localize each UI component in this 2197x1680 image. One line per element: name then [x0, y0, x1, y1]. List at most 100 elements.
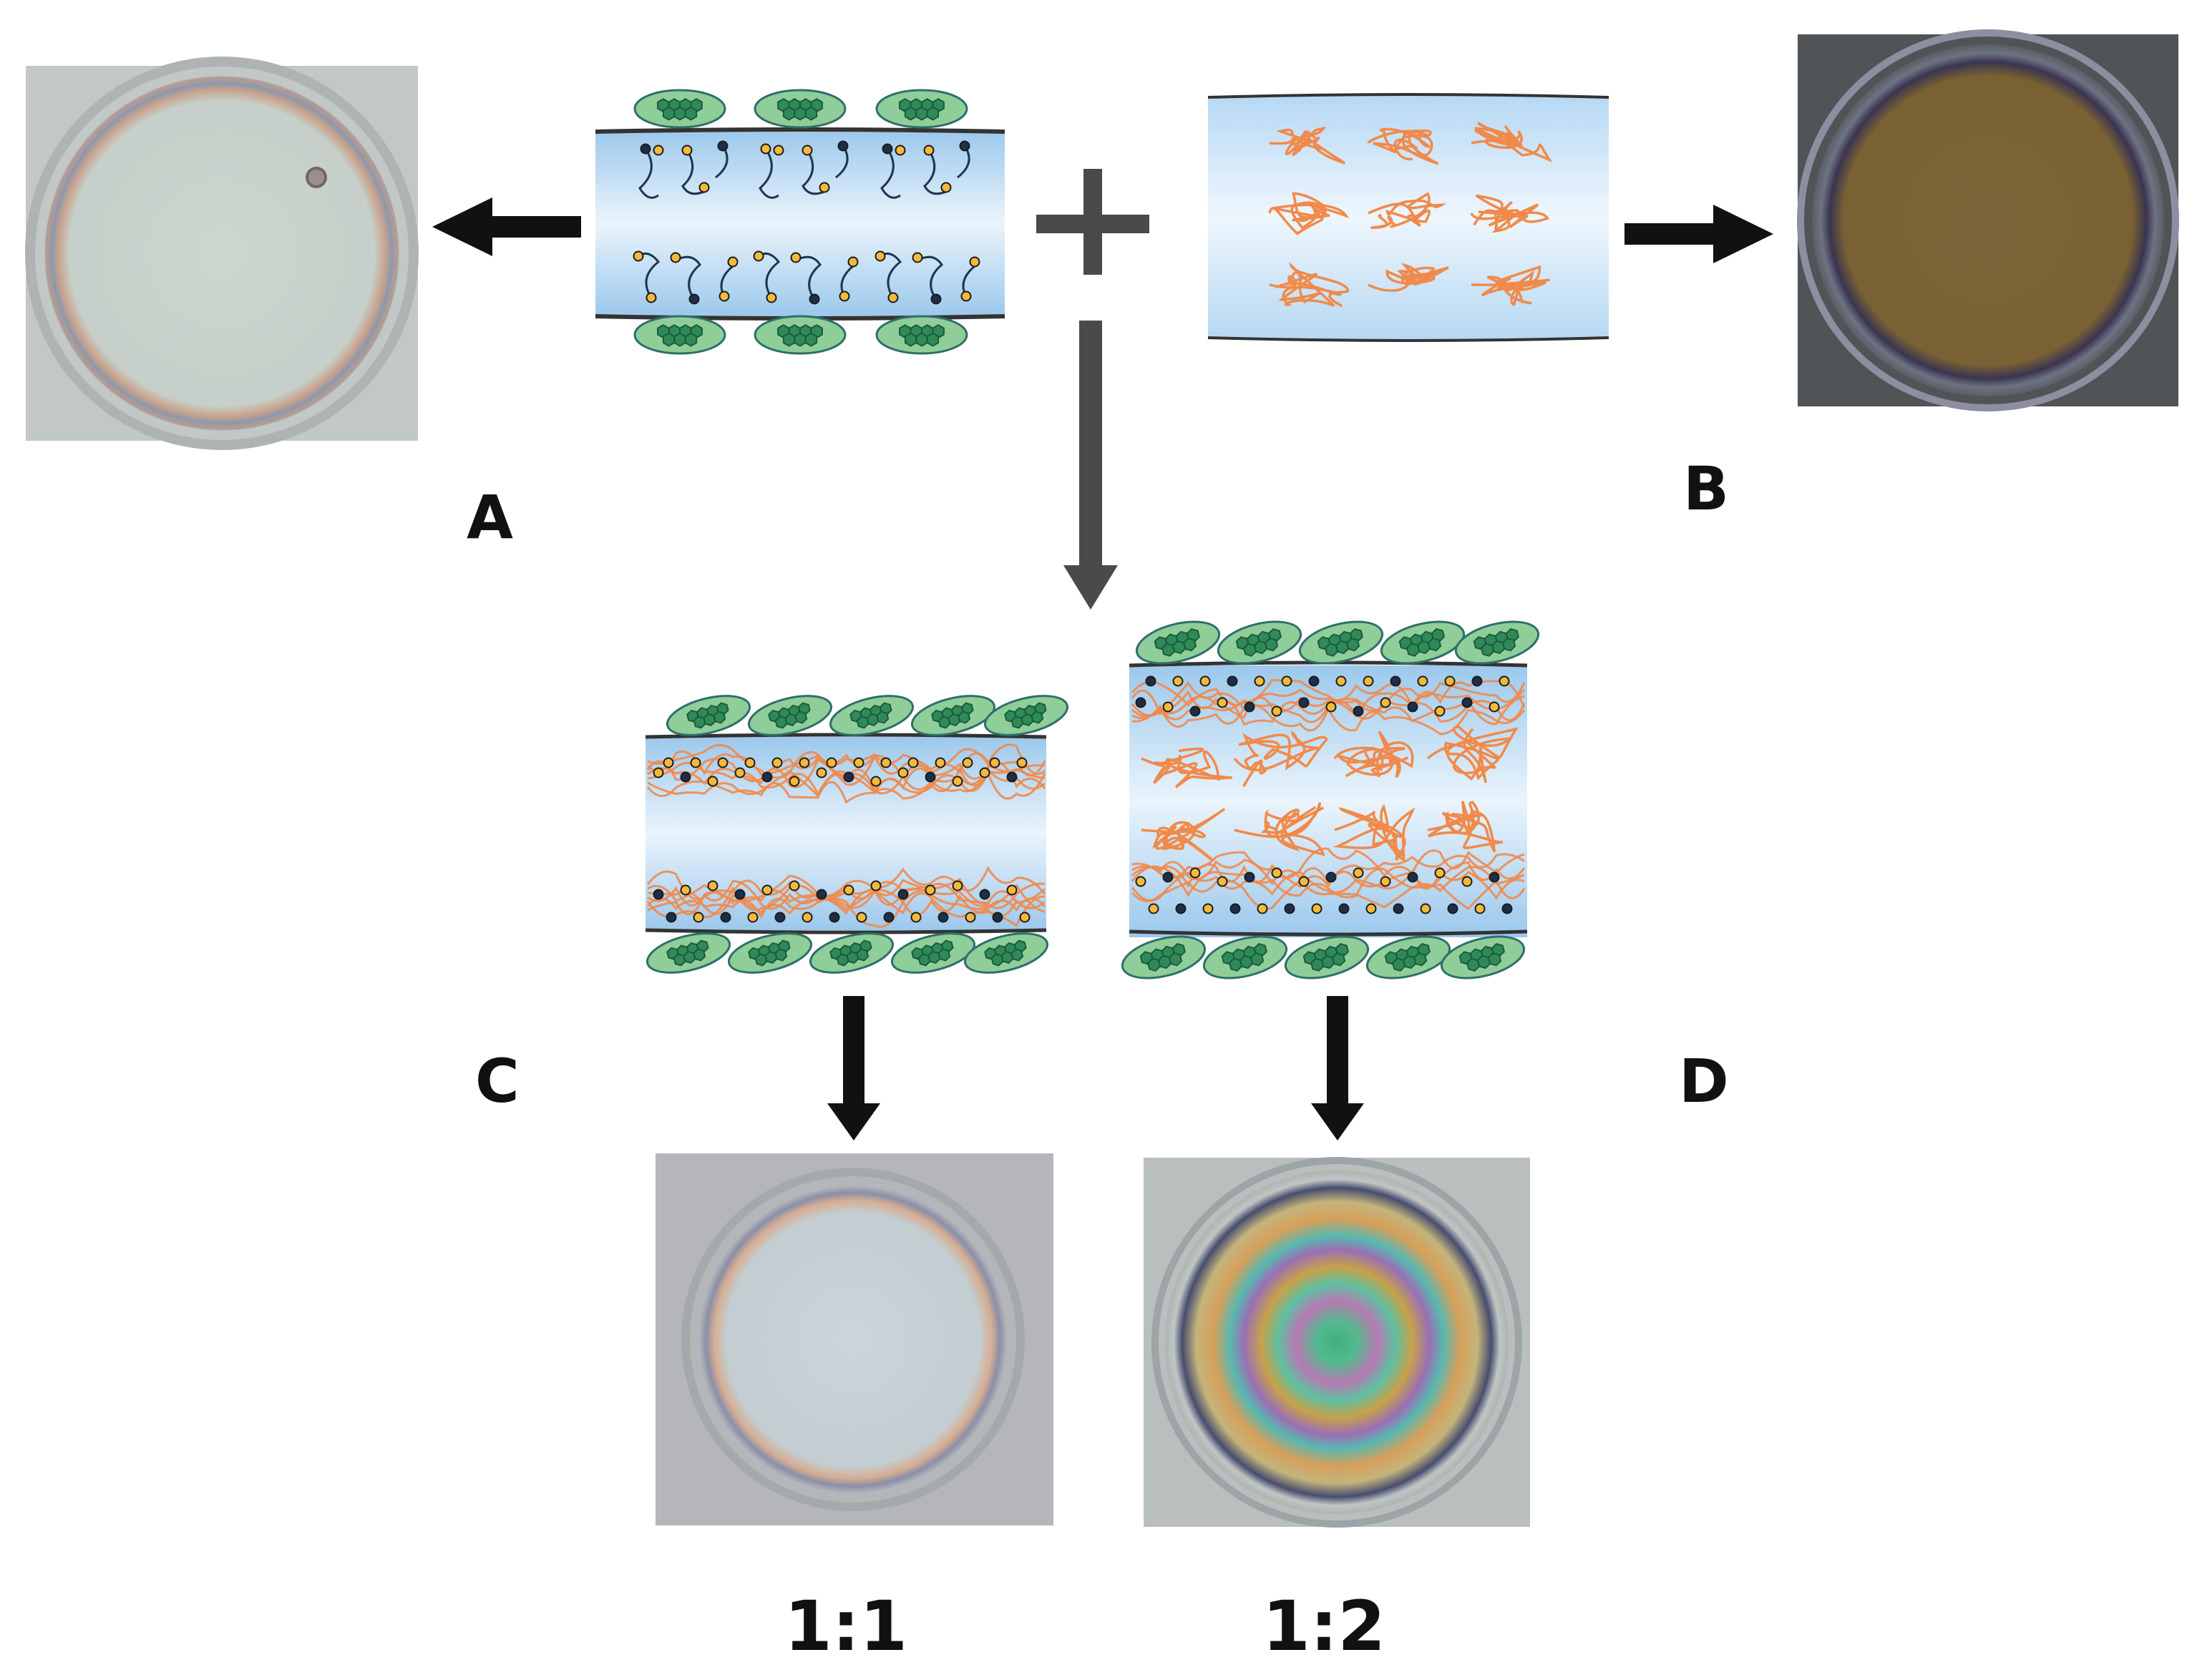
headgroup	[895, 145, 906, 156]
polymer-coil	[1333, 804, 1416, 863]
headgroup	[717, 757, 729, 768]
surfactant-aromatic	[1298, 620, 1384, 665]
film-mixture-c	[645, 695, 1069, 974]
surfactant-aromatic	[875, 89, 968, 129]
headgroup	[1229, 903, 1241, 914]
headgroup	[969, 256, 980, 268]
polymer-strand	[647, 891, 1046, 928]
headgroup	[1202, 903, 1214, 914]
polymer-coil	[1470, 194, 1549, 233]
plus-sign	[1036, 169, 1149, 275]
surfactant-aromatic	[727, 932, 813, 974]
surfactant-aromatic	[1365, 935, 1451, 980]
headgroup	[1016, 757, 1028, 768]
headgroup	[1175, 903, 1187, 914]
headgroup	[717, 140, 729, 152]
headgroup	[1390, 675, 1401, 687]
polymer-coil	[1233, 730, 1328, 788]
polymer-coil	[1234, 802, 1326, 856]
headgroup	[1461, 697, 1473, 708]
headgroup	[1353, 705, 1364, 717]
headgroup	[802, 912, 813, 923]
headgroup	[718, 290, 730, 302]
film-polymer	[1207, 93, 1609, 342]
headgroup	[925, 884, 936, 896]
film-surfactant	[595, 89, 1005, 355]
headgroup	[663, 757, 674, 768]
polymer-coil	[1368, 263, 1449, 292]
surfactant-aromatic	[1217, 620, 1302, 665]
alkyl-tail	[795, 255, 822, 300]
headgroup	[837, 140, 849, 152]
headgroup	[1499, 675, 1510, 687]
surfactant-aromatic	[633, 89, 726, 129]
headgroup	[734, 889, 746, 900]
arrow-to-mixtures	[1063, 321, 1118, 610]
polymer-strand	[1131, 680, 1526, 716]
headgroup	[1257, 903, 1268, 914]
headgroup	[1227, 675, 1238, 687]
headgroup	[1189, 705, 1201, 717]
headgroup	[1172, 675, 1184, 687]
surfactant-aromatic	[754, 89, 847, 129]
headgroup	[1298, 697, 1310, 708]
headgroup	[930, 293, 942, 305]
headgroup	[912, 252, 923, 263]
micrograph-b	[1797, 29, 2179, 411]
headgroup	[1407, 871, 1418, 883]
headgroup	[960, 290, 972, 302]
headgroup	[829, 912, 840, 923]
headgroup	[897, 889, 909, 900]
alkyl-tail	[759, 148, 779, 199]
surfactant-aromatic	[754, 315, 847, 355]
headgroup	[962, 757, 973, 768]
headgroup	[940, 182, 952, 193]
headgroup	[799, 757, 810, 768]
headgroup	[1244, 871, 1255, 883]
headgroup	[680, 884, 691, 896]
headgroup	[989, 757, 1000, 768]
headgroup	[816, 767, 827, 778]
surfactant-aromatic	[875, 315, 968, 355]
headgroup	[839, 290, 850, 302]
headgroup	[1162, 701, 1174, 713]
headgroup	[1420, 903, 1431, 914]
polymer-coil	[1141, 808, 1226, 862]
headgroup	[1271, 867, 1282, 879]
headgroup	[760, 143, 771, 155]
headgroup	[1271, 705, 1282, 717]
polymer-coil	[1269, 126, 1346, 165]
headgroup	[979, 767, 990, 778]
micrograph-c	[656, 1153, 1053, 1525]
headgroup	[1417, 675, 1428, 687]
ratio-label-c: 1:1	[784, 1586, 907, 1666]
headgroup	[1363, 675, 1374, 687]
alkyl-tail	[638, 252, 661, 298]
headgroup	[1461, 876, 1473, 887]
surfactant-aromatic	[666, 695, 751, 736]
polymer-strand	[646, 884, 1046, 919]
headgroup	[809, 293, 820, 305]
headgroup	[734, 767, 746, 778]
headgroup	[1338, 903, 1350, 914]
headgroup	[790, 252, 802, 263]
surfactant-aromatic	[809, 932, 895, 974]
headgroup	[883, 912, 895, 923]
headgroup	[887, 292, 899, 303]
arrow-to-b	[1624, 205, 1773, 263]
headgroup	[826, 757, 837, 768]
headgroup	[1298, 876, 1310, 887]
headgroup	[1019, 912, 1031, 923]
headgroup	[1444, 675, 1456, 687]
headgroup	[853, 757, 864, 768]
polymer-coil	[1427, 801, 1504, 853]
headgroup	[1311, 903, 1322, 914]
headgroup	[1325, 701, 1337, 713]
headgroup	[1474, 903, 1486, 914]
surfactant-aromatic	[1284, 935, 1370, 980]
ratio-label-d: 1:2	[1262, 1586, 1385, 1666]
headgroup	[681, 145, 693, 156]
headgroup	[952, 776, 963, 787]
headgroup	[843, 884, 854, 896]
headgroup	[1365, 903, 1377, 914]
